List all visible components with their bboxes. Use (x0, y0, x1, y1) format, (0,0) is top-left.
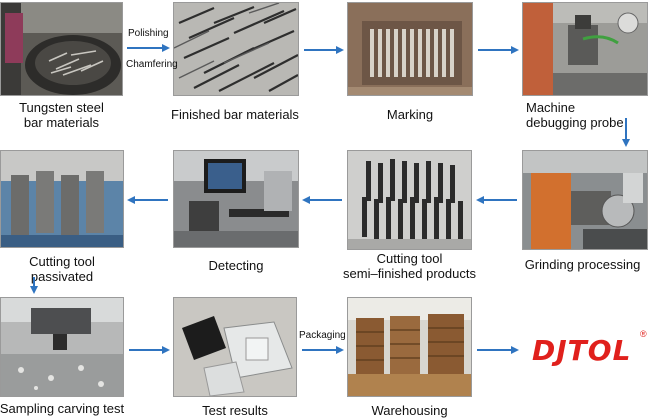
djtol-logo: DJTOL (532, 334, 632, 367)
passivated-photo (0, 150, 124, 248)
results-caption: Test results (202, 403, 268, 418)
tungsten-photo (0, 2, 123, 96)
grinding-photo (522, 150, 648, 250)
passivated-caption: Cutting tool passivated (29, 254, 95, 284)
machine-photo (522, 2, 648, 96)
sampling-caption: Sampling carving test (0, 401, 125, 416)
chamfering-label: Chamfering (126, 59, 178, 70)
marking-photo (347, 2, 473, 96)
warehousing-photo (347, 297, 472, 397)
grinding-caption: Grinding processing (524, 257, 641, 272)
marking-caption: Marking (386, 107, 434, 122)
detecting-caption: Detecting (208, 258, 264, 273)
results-photo (173, 297, 297, 397)
sampling-photo (0, 297, 124, 397)
polishing-label: Polishing (128, 28, 169, 39)
finished-caption: Finished bar materials (171, 107, 299, 122)
warehousing-caption: Warehousing (371, 403, 448, 418)
semifinished-caption: Cutting tool semi–finished products (343, 251, 476, 281)
detecting-photo (173, 150, 299, 248)
packaging-label: Packaging (299, 330, 346, 341)
finished-photo (173, 2, 299, 96)
semifinished-photo (347, 150, 472, 250)
registered-mark: ® (640, 329, 647, 339)
tungsten-caption: Tungsten steel bar materials (19, 100, 104, 130)
machine-caption: Machine debugging probe (526, 100, 624, 130)
